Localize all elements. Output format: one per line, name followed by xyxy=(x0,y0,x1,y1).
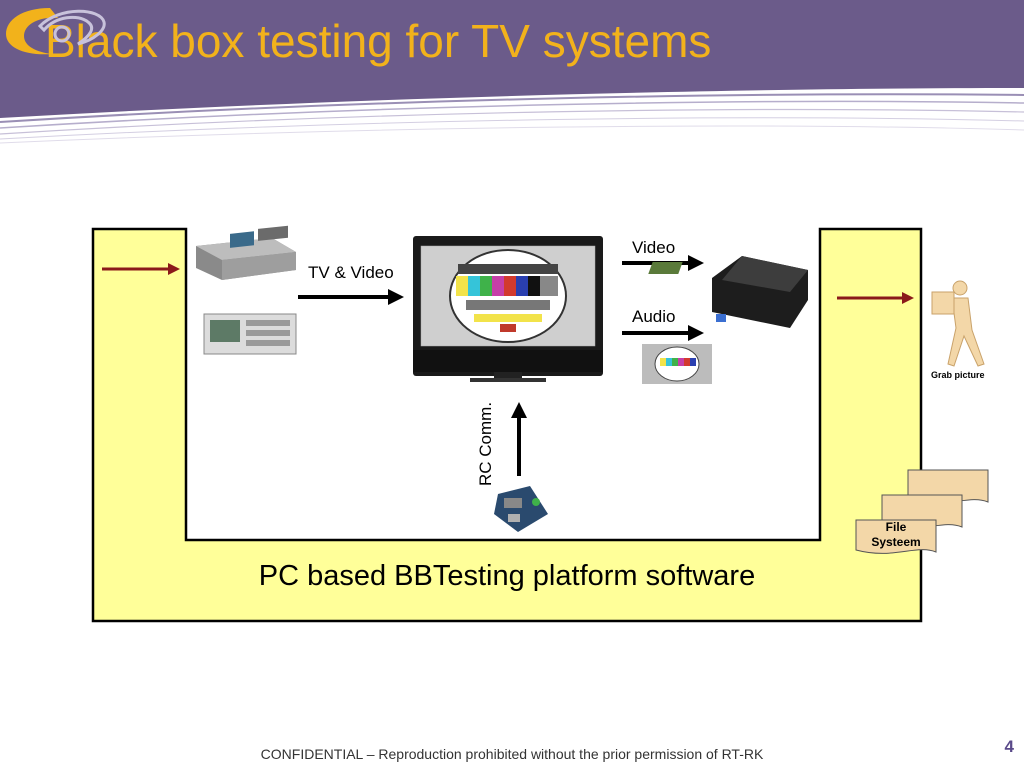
header-band xyxy=(0,0,1024,144)
measurement-instrument xyxy=(203,313,297,355)
page-number: 4 xyxy=(1004,737,1014,756)
rc-comm-label: RC Comm. xyxy=(476,401,495,486)
grab-picture-figure xyxy=(931,280,985,367)
company-logo xyxy=(6,8,106,55)
grab-picture-label: Grab picture xyxy=(931,370,985,380)
slide-header: Black box testing for TV systems xyxy=(0,0,1024,150)
audio-arrow xyxy=(622,325,704,341)
tv-video-arrow xyxy=(298,289,404,305)
platform-label: PC based BBTesting platform software xyxy=(258,560,756,592)
file-system-line2: Systeem xyxy=(871,535,921,549)
file-system-stack xyxy=(855,469,989,554)
file-system-line1: File xyxy=(885,520,907,534)
video-label: Video xyxy=(632,238,676,257)
capture-box-device xyxy=(648,256,808,328)
footer-confidential: CONFIDENTIAL – Reproduction prohibited w… xyxy=(260,746,764,762)
grab-arrow xyxy=(837,292,914,304)
rc-board-device xyxy=(494,486,548,532)
audio-label: Audio xyxy=(632,307,676,326)
signal-generator-device xyxy=(196,225,296,280)
input-arrow xyxy=(102,263,180,275)
file-system-label: File Systeem xyxy=(858,520,934,550)
slide-title: Black box testing for TV systems xyxy=(45,15,712,67)
audio-thumbnail xyxy=(642,344,712,384)
tv-video-label: TV & Video xyxy=(308,263,394,282)
tv-set xyxy=(413,236,603,382)
rc-arrow xyxy=(511,402,527,476)
